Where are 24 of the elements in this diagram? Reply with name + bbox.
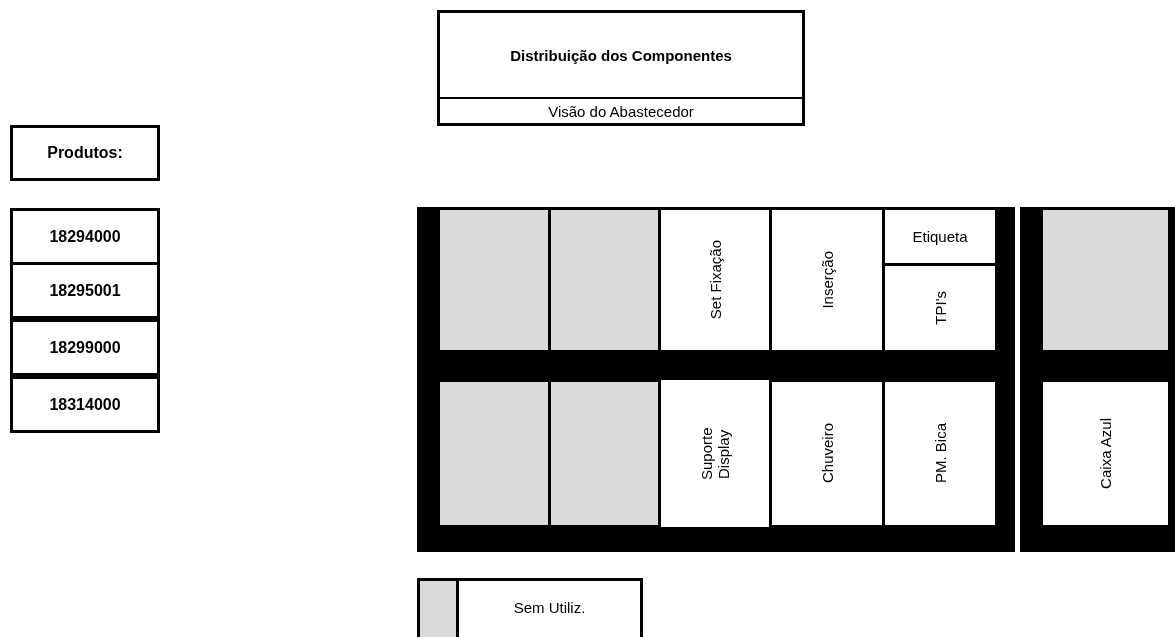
legend-text: Sem Utiliz. [512,598,587,618]
product-code: 18299000 [10,319,160,376]
component-slot: Chuveiro [772,382,882,525]
shelf-rack [1020,207,1175,552]
unused-slot [1043,210,1168,350]
title-box [437,10,805,126]
unused-slot [551,382,658,525]
component-slot: TPI's [885,266,995,350]
unused-slot [551,210,658,350]
component-slot: Suporte Display [661,380,769,527]
shelf-rack [417,207,1015,552]
title-text: Distribuição dos Componentes [510,46,732,64]
component-slot: Caixa Azul [1043,382,1168,525]
component-slot: Inserção [772,210,882,350]
unused-slot [440,210,548,350]
product-code: 18295001 [10,262,160,319]
product-code: 18294000 [10,208,160,265]
unused-slot [440,382,548,525]
component-slot: PM. Bica [885,382,995,525]
subtitle-text: Visão do Abastecedor [548,102,694,120]
products-header: Produtos: [10,125,160,181]
product-code: 18314000 [10,376,160,433]
component-slot: Set Fixação [661,210,769,350]
component-slot: Etiqueta [885,210,995,263]
